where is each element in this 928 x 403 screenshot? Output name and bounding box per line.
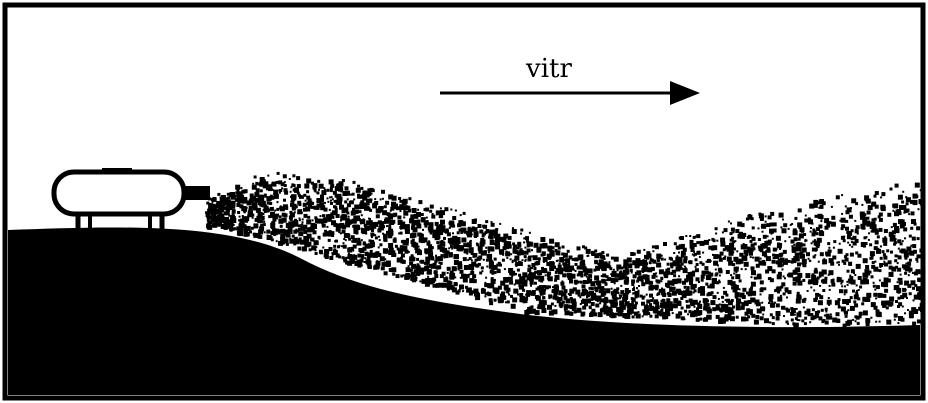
tank-body — [51, 169, 187, 217]
wind-arrow-head — [670, 81, 700, 105]
gas-cloud — [205, 171, 925, 329]
tank-icon — [51, 168, 210, 232]
leak-nozzle — [184, 186, 210, 200]
wind-arrow-icon — [440, 81, 700, 105]
terrain-ground — [8, 227, 920, 395]
wind-label: vitr — [525, 54, 572, 84]
